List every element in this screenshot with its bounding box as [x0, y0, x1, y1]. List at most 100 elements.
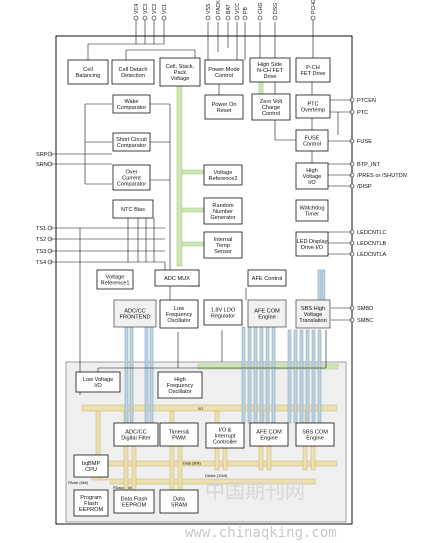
block-label: AFE COM [254, 308, 280, 314]
io-bus [81, 404, 338, 412]
block-label: High [174, 377, 186, 383]
pin-srp: SRP [36, 151, 53, 158]
pin-ledcntla: LEDCNTLA [349, 251, 386, 258]
block-label: CPU [85, 467, 97, 473]
pin-label: TS3 [36, 249, 46, 255]
pin-label: SRN [36, 162, 48, 168]
right-pin-wires [327, 99, 352, 321]
block-label: Voltage [106, 274, 125, 280]
block-label: PWM [172, 436, 186, 442]
block-adc-mux: ADC MUX [154, 269, 200, 287]
block-label: Cell [83, 67, 93, 73]
block-label: Random [212, 203, 233, 209]
pin-label: PACK [216, 0, 222, 14]
block-ntc-bias: NTC Bias [112, 199, 154, 219]
block-label: EEPROM [79, 507, 104, 513]
io-bus-label: I/O [198, 407, 203, 411]
block-label: Frequency [166, 312, 193, 318]
pin-vcc: VCC [234, 3, 241, 21]
pin-ptcen: PTCEN [349, 97, 376, 104]
pin-label: VC1 [162, 4, 168, 14]
block-label: FET Drive [300, 71, 325, 77]
block-label: Voltage [303, 174, 322, 180]
pin-pchg: PCHG [310, 0, 317, 21]
pin-label: TS2 [36, 237, 46, 243]
pin-ts4: TS4 [36, 259, 53, 266]
pin-label: PCHG [311, 0, 317, 14]
block-label: Voltage [214, 170, 233, 176]
block-label: Short Circuit [116, 137, 147, 143]
block-afe-control: AFE Control [247, 269, 287, 287]
block-label: Frequency [167, 383, 194, 389]
pin-label: /PRES or /SHUTDN [357, 173, 407, 179]
pin-label: DSG [273, 3, 279, 14]
analog-bus-rng [181, 207, 205, 213]
pin-ts1: TS1 [36, 225, 53, 232]
pin-vss: VSS [205, 3, 212, 21]
pin-fuse: FUSE [349, 138, 372, 145]
top-pin-wires [87, 18, 314, 60]
block-label: Control [303, 142, 321, 148]
pin-dsg: DSG [272, 3, 279, 21]
block-label: EEPROM [122, 503, 147, 509]
block-label: Engine [258, 315, 275, 321]
pin-vc2: VC2 [151, 4, 158, 21]
analog-bus-vref2 [181, 169, 205, 175]
block-label: Cell Detach [119, 67, 148, 73]
pin-ledcntlc: LEDCNTLC [349, 229, 387, 236]
block-label: I/O [308, 180, 316, 186]
pin-label: LEDCNTLB [357, 241, 386, 247]
block-label: AFE Control [252, 276, 282, 282]
block-timers-pwm: Timers&PWM [159, 422, 199, 447]
pin-bat: BAT [225, 3, 232, 21]
block-label: Voltage [304, 312, 323, 318]
block-label: Interrupt [215, 434, 236, 440]
block-label: Temp [216, 243, 230, 249]
watermark-url: www.chinaqking.com [185, 525, 337, 541]
watermark-cn: 中国期刊网 [205, 479, 305, 503]
pin-label: PTC [357, 110, 368, 116]
data-addr-label: DAddr (11bit) [205, 474, 228, 478]
pin-label: CHG [258, 2, 264, 14]
block-label: Engine [260, 436, 277, 442]
block-label: Low [174, 306, 185, 312]
block-label: PTC [307, 101, 318, 107]
analog-bus-temp [181, 241, 205, 247]
pin-label: PB [243, 7, 249, 14]
block-label: P-CH [306, 65, 320, 71]
block-label: NTC Bias [121, 207, 145, 213]
block-label: Timer [305, 212, 319, 218]
block-label: Comparator [117, 182, 147, 188]
data-bus [81, 460, 338, 467]
block-label: Watchdog [300, 205, 325, 211]
block-label: SBS High [301, 306, 325, 312]
pin-label: LEDCNTLC [357, 230, 387, 236]
block-label: Digital Filter [121, 436, 151, 442]
block-label: ADC/CC [125, 429, 146, 435]
block-label: Comparator [117, 105, 147, 111]
block-label: Low Voltage [83, 377, 113, 383]
block-label: Oscillator [168, 389, 191, 395]
block-label: FUSE [305, 135, 320, 141]
block-label: AFE COM [256, 429, 282, 435]
block-label: bqBMP [82, 461, 101, 467]
pin-label: SRP [36, 152, 48, 158]
